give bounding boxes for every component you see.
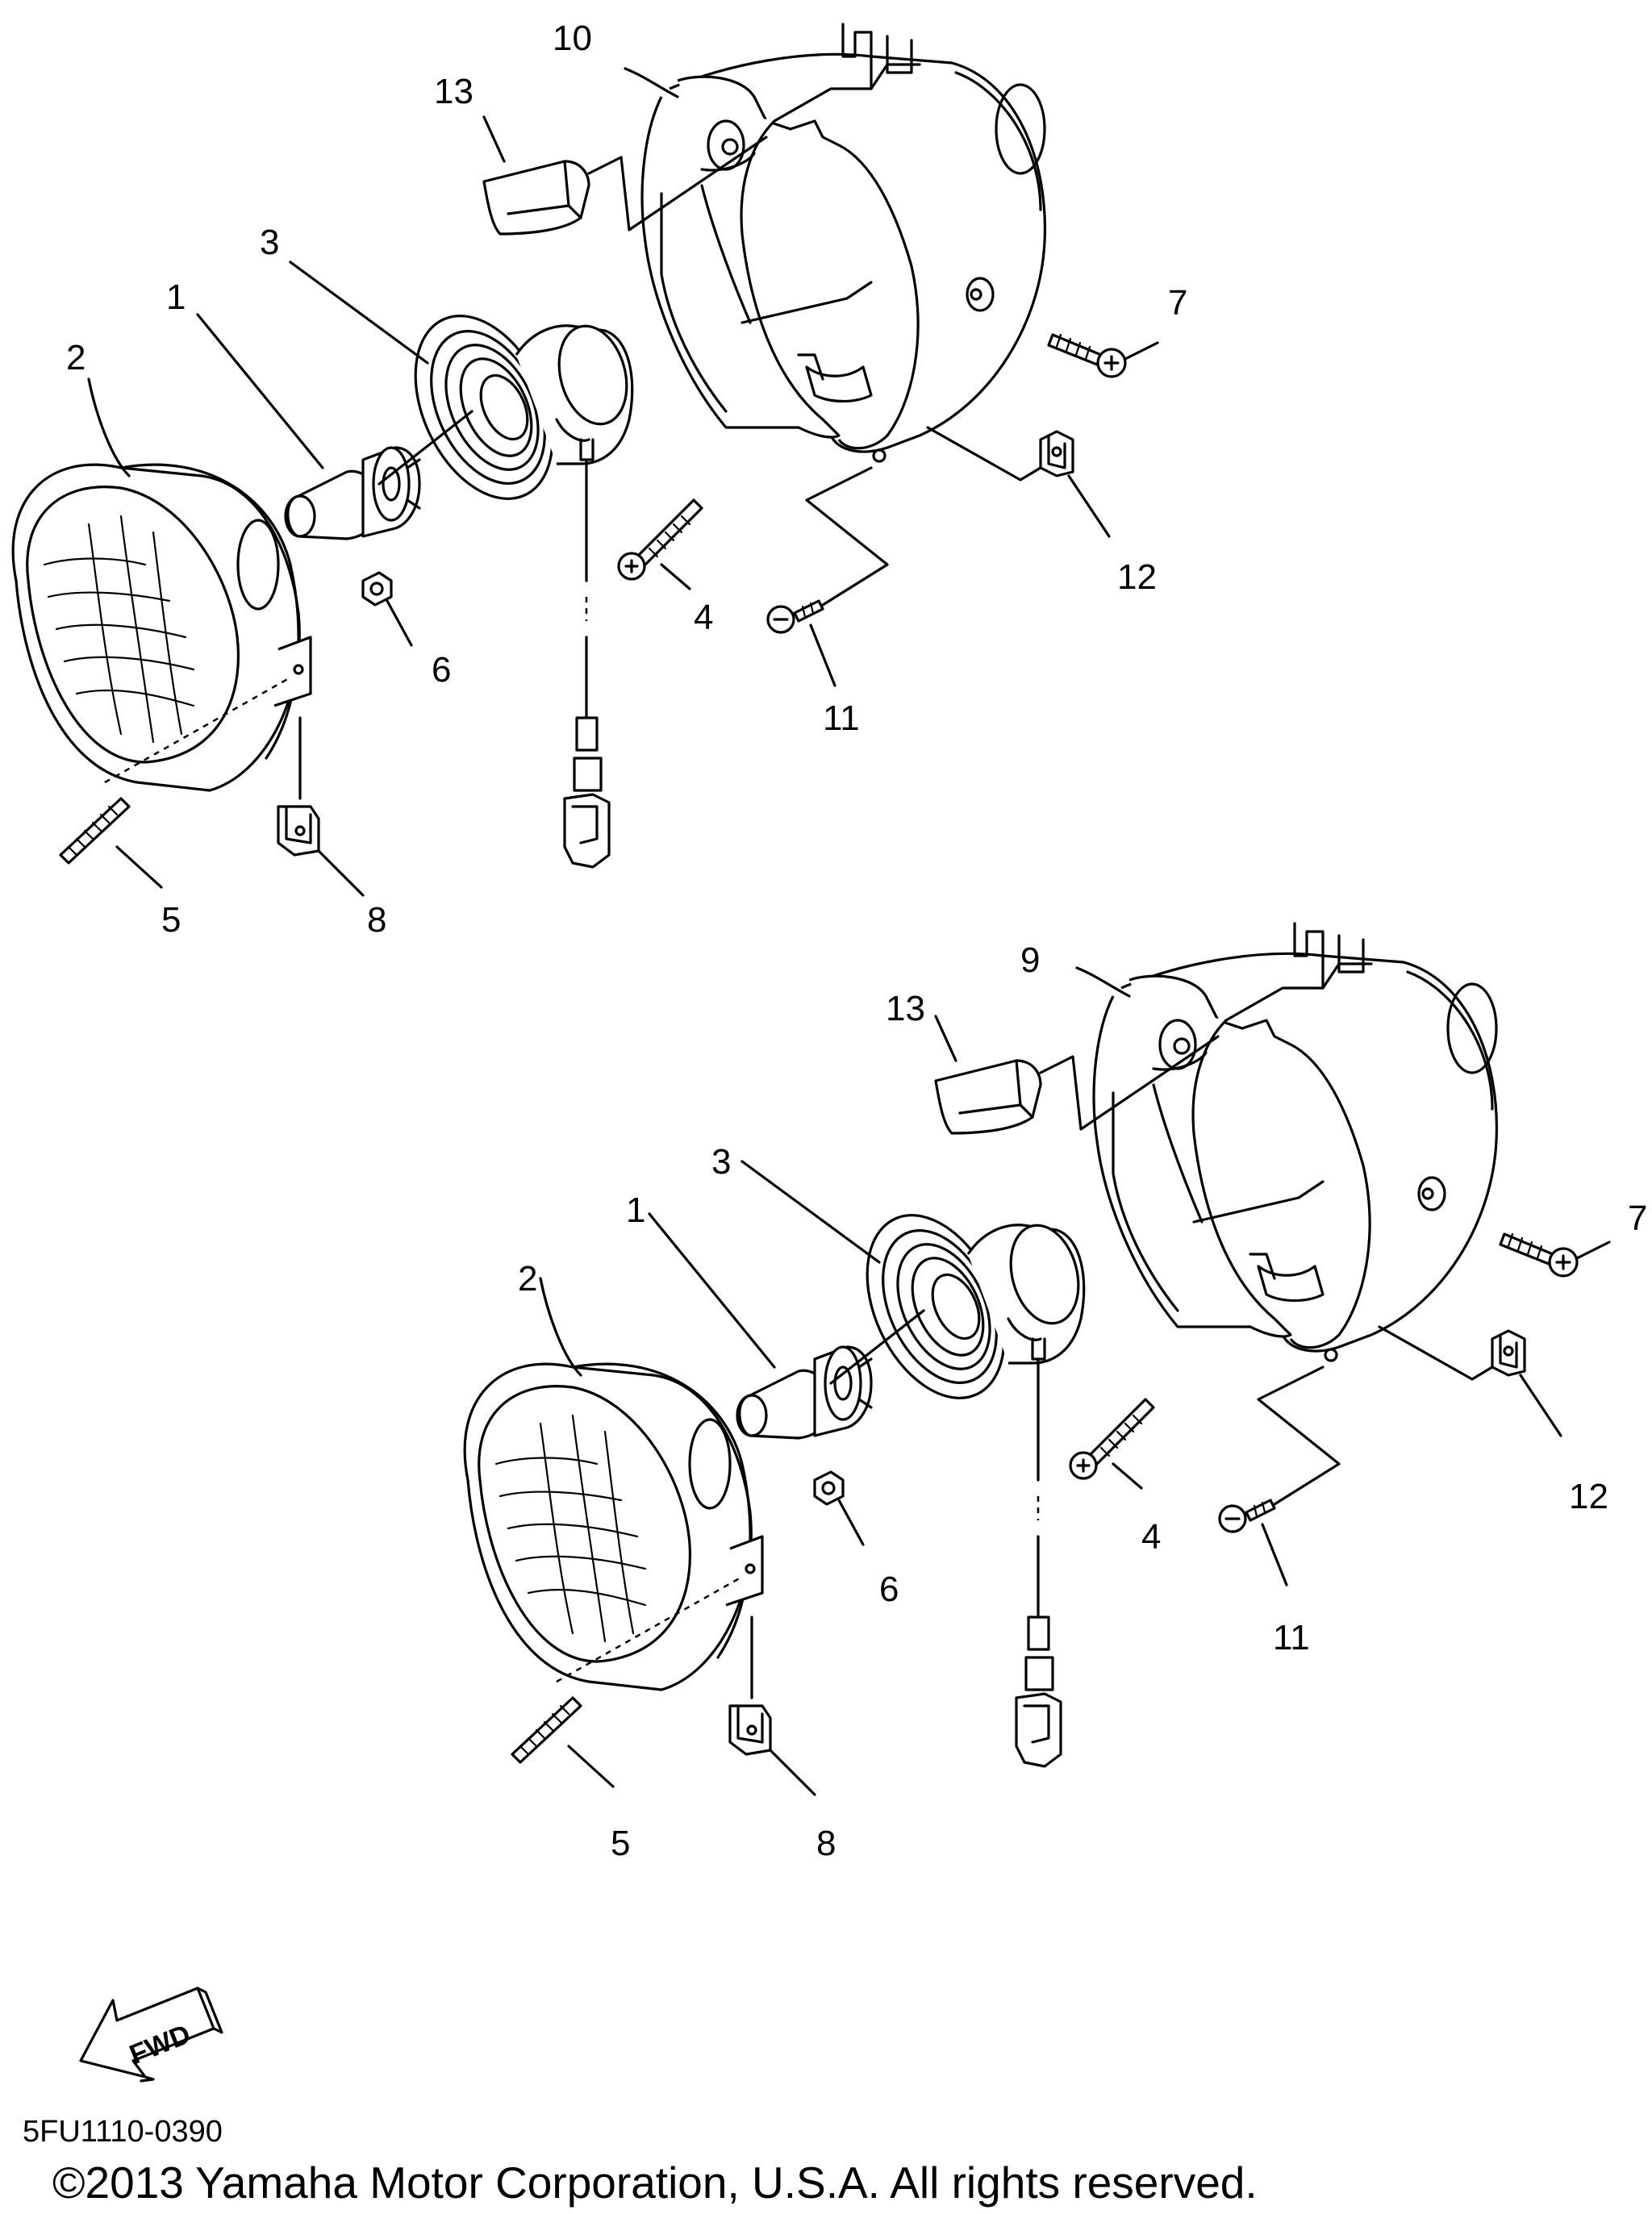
callout-12: 12 [1569,1477,1608,1516]
callout-2: 2 [518,1259,537,1299]
callout-7: 7 [1628,1199,1647,1238]
callout-8: 8 [816,1824,836,1863]
copyright-notice: ©2013 Yamaha Motor Corporation, U.S.A. A… [52,2158,1258,2208]
callout-10: 10 [553,19,592,58]
callout-5: 5 [161,900,181,940]
callout-5: 5 [611,1824,630,1863]
fwd-arrow-icon: FWD [79,1987,223,2083]
callout-4: 4 [694,598,713,637]
callout-1: 1 [166,277,186,317]
assembly-lower: 1 2 3 4 5 6 7 8 9 11 12 13 [463,922,1647,1863]
callout-2: 2 [66,338,86,377]
callout-8: 8 [367,900,386,940]
callout-13: 13 [886,989,925,1028]
assembly-upper: 1 2 3 4 5 6 7 8 10 11 12 13 [11,19,1187,940]
callout-11: 11 [1273,1618,1310,1657]
part-code: 5FU1110-0390 [23,2115,223,2149]
callout-11: 11 [823,698,860,738]
callout-9: 9 [1020,940,1040,980]
callout-1: 1 [626,1190,645,1230]
callout-6: 6 [432,650,451,690]
callout-7: 7 [1168,283,1187,323]
callout-4: 4 [1141,1517,1161,1557]
callout-12: 12 [1117,557,1157,597]
callout-3: 3 [260,223,279,262]
callout-6: 6 [879,1570,899,1609]
callout-13: 13 [434,72,473,111]
callout-3: 3 [711,1142,731,1182]
